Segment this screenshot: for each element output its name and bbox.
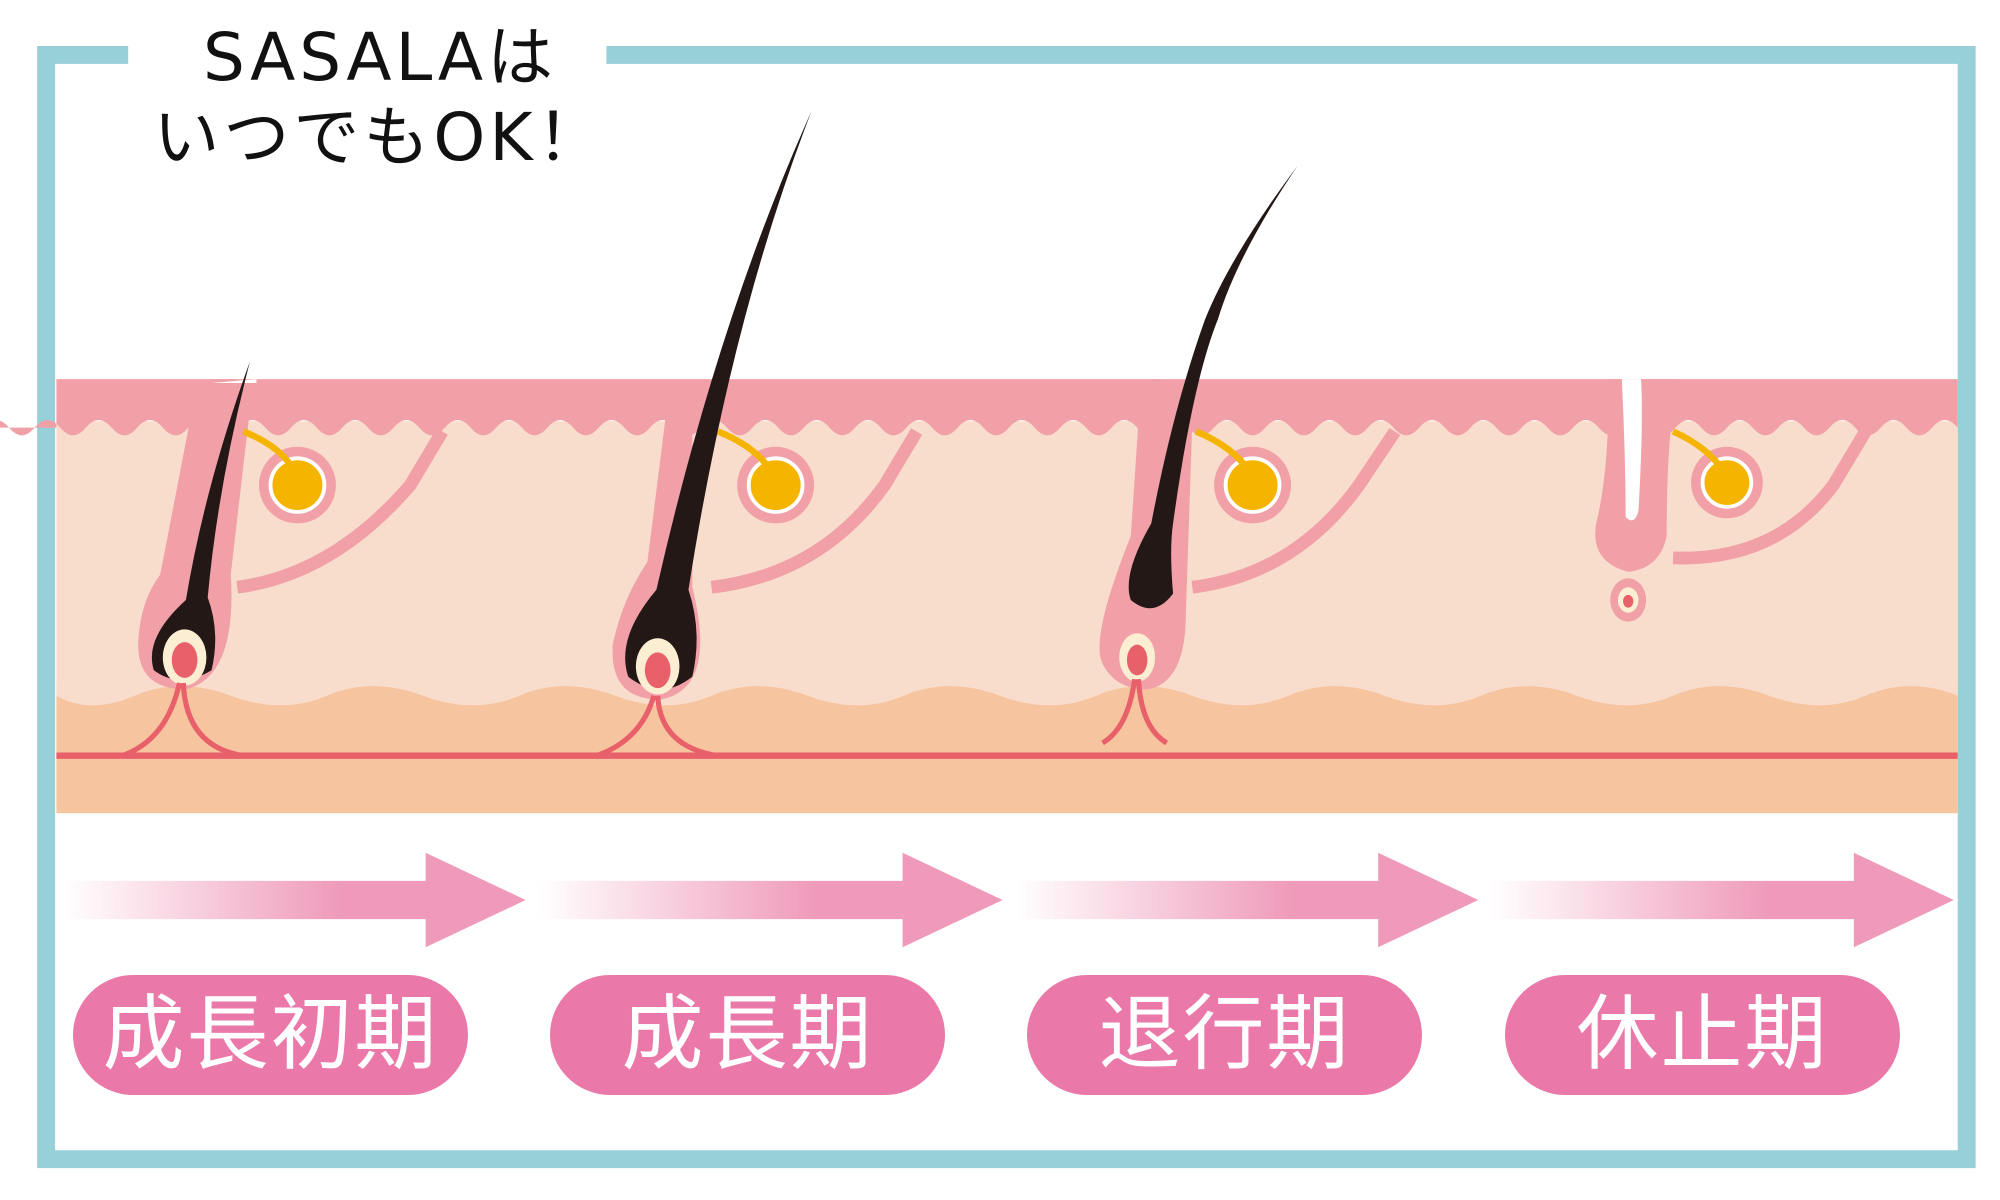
stage-arrow — [64, 852, 526, 948]
frame-border — [37, 45, 1976, 1169]
subcutis-layer — [56, 682, 1958, 814]
follicle-catagen — [1099, 165, 1401, 746]
stage-label-anagen: 成長期 — [550, 975, 945, 1095]
follicle-telogen — [1595, 379, 1871, 622]
epidermis-layer — [0, 379, 1958, 436]
stage-arrow — [538, 852, 1003, 948]
follicle-anagen — [595, 111, 923, 759]
headline-line1: SASALAは — [203, 19, 557, 96]
stage-label-telogen: 休止期 — [1505, 975, 1900, 1095]
headline: SASALAは いつでもOK！ — [150, 18, 610, 178]
stage-arrow — [1491, 852, 1954, 948]
headline-line2: いつでもOK！ — [153, 99, 607, 176]
stage-label-catagen: 退行期 — [1027, 975, 1422, 1095]
stage-arrow — [1015, 852, 1479, 948]
dermis-layer — [56, 421, 1958, 706]
stage-label-early-anagen: 成長初期 — [73, 975, 468, 1095]
follicle-early-anagen — [120, 361, 448, 759]
